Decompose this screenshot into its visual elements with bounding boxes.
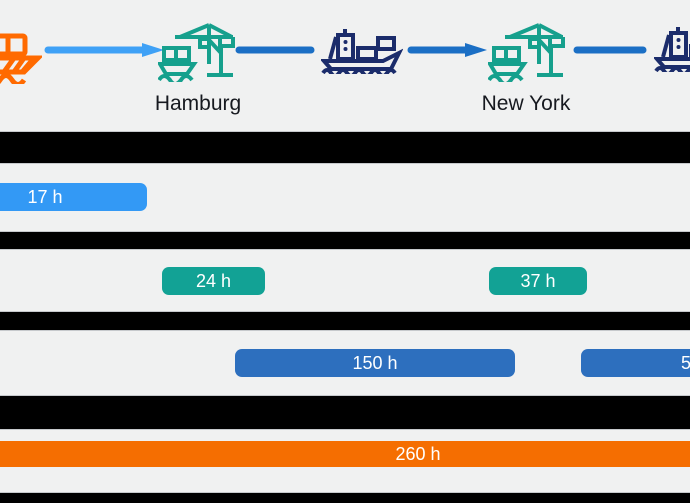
barge-ship-icon	[0, 32, 42, 84]
duration-bar-37h: 37 h	[489, 267, 587, 295]
connector-line	[573, 46, 647, 54]
arrow-right-icon	[44, 43, 166, 57]
connector-line	[235, 46, 315, 54]
container-ship-icon	[321, 28, 403, 74]
port-crane-icon-hamburg	[158, 20, 236, 82]
station-label-new-york: New York	[481, 92, 571, 115]
redacted-band	[0, 132, 690, 163]
port-crane-icon-new-york	[488, 20, 566, 82]
duration-bar-260h: 260 h	[0, 441, 690, 467]
duration-bar-150h: 150 h	[235, 349, 515, 377]
container-ship-icon-right	[654, 26, 690, 72]
redacted-band	[0, 396, 690, 429]
redacted-band	[0, 232, 690, 249]
duration-bar-clipped: 5	[581, 349, 690, 377]
duration-bar-24h: 24 h	[162, 267, 265, 295]
redacted-band	[0, 312, 690, 330]
station-label-hamburg: Hamburg	[154, 92, 242, 115]
duration-bar-17h: 17 h	[0, 183, 147, 211]
arrow-right-icon	[407, 43, 489, 57]
redacted-band	[0, 493, 690, 503]
